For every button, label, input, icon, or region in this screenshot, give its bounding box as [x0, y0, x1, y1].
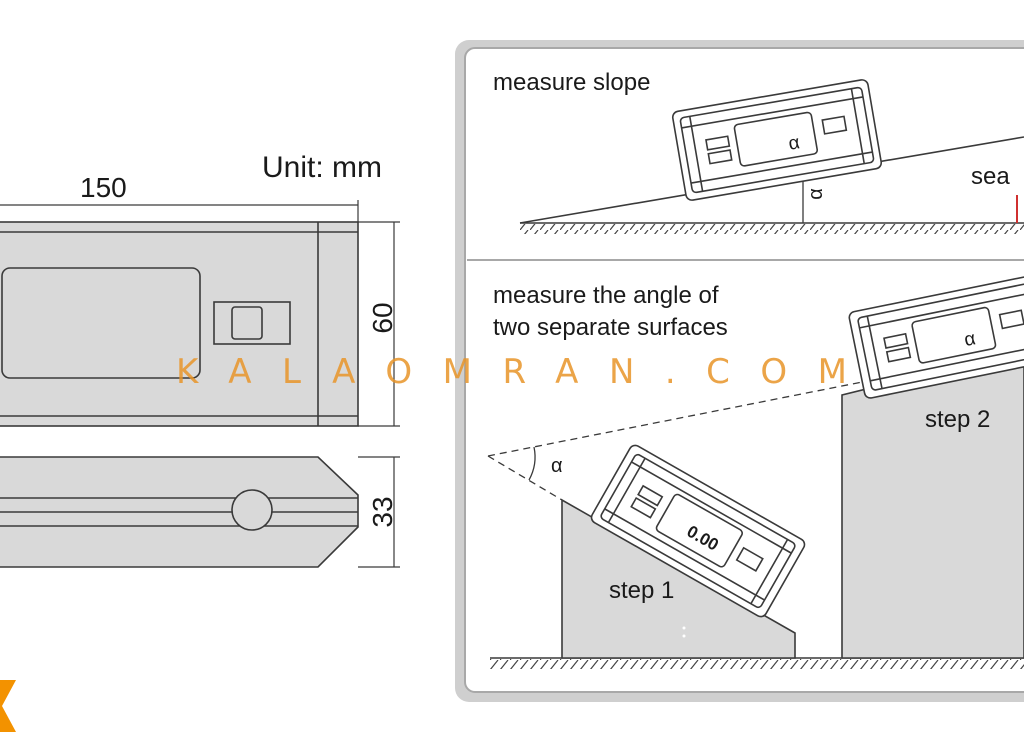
step2-device [848, 273, 1024, 399]
display-window [1, 267, 201, 379]
surfaces-panel [487, 273, 1024, 669]
slope-device-symbol: α [787, 132, 801, 155]
dot [682, 626, 686, 630]
surfaces-title-line2: two separate surfaces [493, 314, 728, 341]
slope-device [671, 79, 883, 201]
unit-label: Unit: mm [262, 151, 382, 184]
step2-label: step 2 [925, 406, 990, 433]
dimension-drawing [0, 200, 400, 568]
slope-title: measure slope [493, 69, 650, 96]
surfaces-title-line1: measure the angle of [493, 282, 719, 309]
surfaces-angle-symbol: α [551, 455, 563, 477]
step1-device [590, 444, 806, 618]
slope-side-label: sea [971, 163, 1010, 190]
thickness-dimension-label: 33 [367, 496, 398, 527]
dot [682, 634, 686, 638]
side-knob [231, 489, 273, 531]
step2-block [841, 349, 1024, 659]
step2-device-symbol: α [962, 328, 977, 351]
step1-label: step 1 [609, 577, 674, 604]
angle-line [487, 455, 563, 501]
angle-arc [528, 446, 536, 481]
slope-ground-hatch [520, 224, 1024, 234]
surfaces-ground-hatch [490, 659, 1024, 669]
slope-angle-symbol: α [805, 188, 827, 200]
height-dimension-label: 60 [367, 302, 398, 333]
step1-block [561, 498, 796, 659]
length-dimension-label: 150 [80, 172, 127, 203]
logo-mark-icon [0, 680, 16, 732]
slope-panel [519, 79, 1024, 234]
button [231, 306, 263, 340]
